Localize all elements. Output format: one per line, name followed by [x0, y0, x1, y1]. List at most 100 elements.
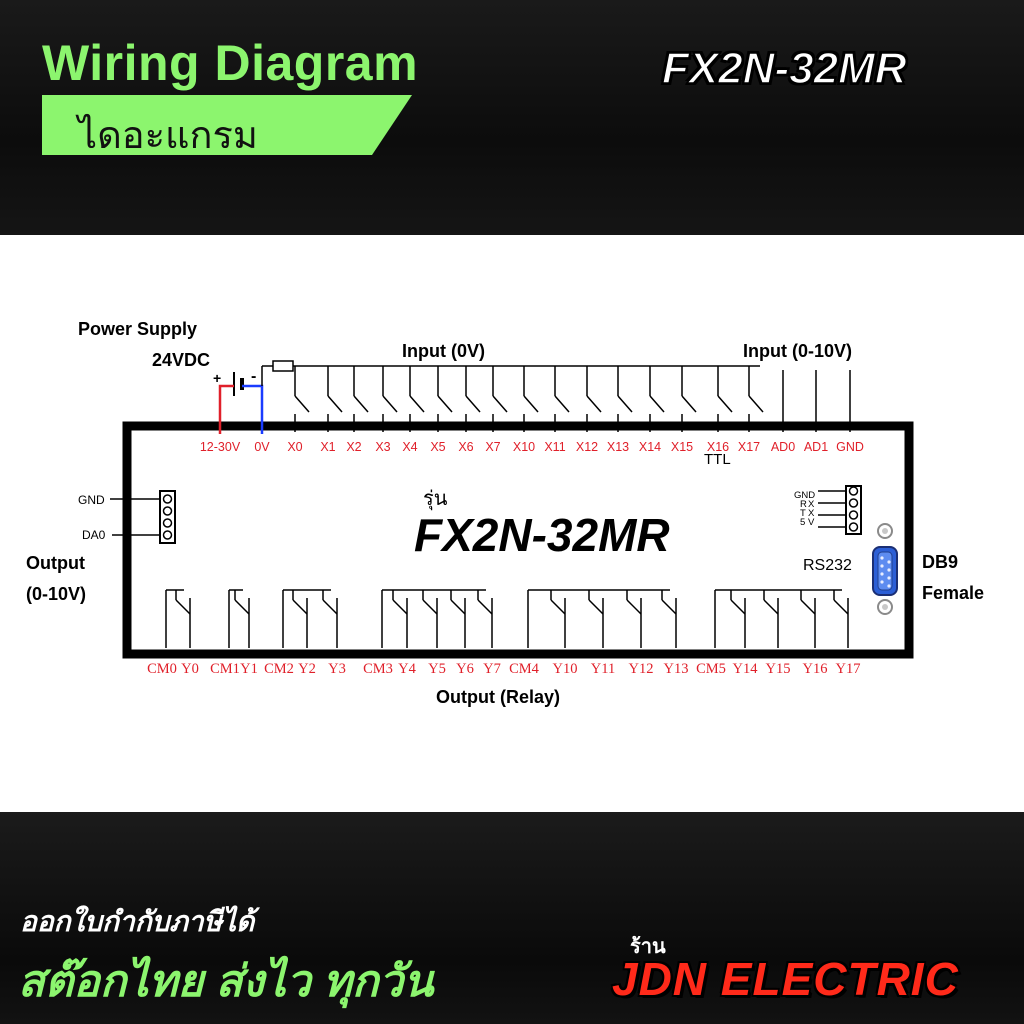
bottom-terminal-y13: Y13: [664, 661, 689, 677]
input-switch: [681, 366, 697, 432]
serial-pin-label: V: [808, 517, 815, 528]
db9-label-line2: Female: [922, 583, 984, 603]
relay-group: [527, 589, 677, 648]
model-prefix: รุ่น: [423, 488, 448, 511]
bottom-terminal-y15: Y15: [766, 661, 791, 677]
left-terminal-gnd: GND: [78, 493, 105, 507]
relay-group: [165, 589, 191, 648]
bottom-terminal-y7: Y7: [483, 661, 501, 677]
input-switch: [353, 366, 369, 432]
plus-sign: +: [213, 370, 221, 386]
positive-wire: [218, 384, 234, 434]
input-switches: [294, 366, 764, 432]
bottom-terminal-y12: Y12: [629, 661, 654, 677]
db9-connector: [872, 523, 898, 615]
bottom-terminal-y10: Y10: [553, 661, 578, 677]
top-terminal-gnd: GND: [836, 440, 864, 454]
footer-tax-invoice: ออกใบกำกับภาษีได้: [20, 906, 255, 937]
input-switch: [748, 366, 764, 432]
output-analog-label-line2: (0-10V): [26, 584, 86, 604]
serial-connector: [845, 485, 862, 535]
input-switch: [649, 366, 665, 432]
db9-label-line1: DB9: [922, 552, 958, 572]
input-switch: [554, 366, 570, 432]
bottom-terminal-y4: Y4: [398, 661, 416, 677]
plc-body: [122, 421, 914, 659]
minus-sign: -: [251, 368, 256, 385]
input-switch: [586, 366, 602, 432]
shop-label: ร้าน: [630, 936, 666, 958]
bottom-terminal-cm5: CM5: [696, 661, 726, 677]
bottom-terminal-y0: Y0: [181, 661, 199, 677]
connector-pin: [162, 494, 173, 504]
rs232-label: RS232: [803, 557, 852, 574]
left-connector-pins: [162, 494, 173, 540]
top-terminal-x4: X4: [402, 440, 417, 454]
top-terminal-x1: X1: [320, 440, 335, 454]
output-relay-label: Output (Relay): [436, 687, 560, 707]
top-terminal-x3: X3: [375, 440, 390, 454]
top-terminal-x0: X0: [287, 440, 302, 454]
left-terminal-da0: DA0: [82, 528, 106, 542]
bottom-terminal-cm0: CM0: [147, 661, 177, 677]
output-relays: [165, 589, 849, 648]
bottom-terminal-y1: Y1: [240, 661, 258, 677]
footer-stock-shipping: สต๊อกไทย ส่งไว ทุกวัน: [18, 957, 434, 1006]
input-switch: [492, 366, 508, 432]
page-title: Wiring Diagram: [42, 35, 419, 91]
top-terminal-ad1: AD1: [804, 440, 828, 454]
connector-pin: [848, 498, 859, 508]
page-subtitle: ไดอะแกรม: [78, 115, 258, 157]
model-name: FX2N-32MR: [414, 509, 670, 561]
input-switch: [327, 366, 343, 432]
serial-pin-label: R: [800, 499, 807, 510]
header-model: FX2N-32MR: [661, 43, 907, 94]
bottom-terminal-y5: Y5: [428, 661, 446, 677]
analog-input-wires: [782, 370, 851, 432]
top-terminal-ad0: AD0: [771, 440, 795, 454]
input-switch: [294, 366, 310, 432]
serial-pin-label: T: [800, 508, 806, 519]
power-supply-label: Power Supply: [78, 319, 197, 339]
bottom-terminal-cm1: CM1: [210, 661, 240, 677]
relay-group: [381, 589, 493, 648]
input-0v-label: Input (0V): [402, 341, 485, 361]
bottom-terminal-cm3: CM3: [363, 661, 393, 677]
connector-pin: [848, 522, 859, 532]
serial-pin-label: X: [808, 499, 815, 510]
top-terminal-x16: X16: [707, 440, 729, 454]
bottom-terminal-y6: Y6: [456, 661, 474, 677]
top-terminal-x13: X13: [607, 440, 629, 454]
bottom-terminal-y11: Y11: [591, 661, 615, 677]
bottom-terminal-y3: Y3: [328, 661, 346, 677]
subtitle-banner: [42, 95, 412, 155]
input-switch: [523, 366, 539, 432]
serial-pin-label: 5: [800, 517, 805, 528]
top-terminal-x12: X12: [576, 440, 598, 454]
input-switch: [717, 366, 733, 432]
top-terminal-x2: X2: [346, 440, 361, 454]
top-terminal-x10: X10: [513, 440, 535, 454]
bottom-terminal-y2: Y2: [298, 661, 316, 677]
relay-group: [714, 589, 849, 648]
connector-pin: [848, 486, 859, 496]
resistor: [272, 360, 294, 372]
relay-group: [282, 589, 338, 648]
input-switch: [382, 366, 398, 432]
connector-pin: [162, 518, 173, 528]
top-terminal-0v: 0V: [254, 440, 270, 454]
power-voltage-label: 24VDC: [152, 350, 210, 370]
top-terminal-12-30v: 12-30V: [200, 440, 241, 454]
footer-background: [0, 812, 1024, 1024]
connector-pin: [848, 510, 859, 520]
top-terminal-x5: X5: [430, 440, 445, 454]
top-terminal-x14: X14: [639, 440, 661, 454]
input-switch: [437, 366, 453, 432]
input-switch: [409, 366, 425, 432]
serial-pin-label: X: [808, 508, 815, 519]
relay-group: [228, 589, 250, 648]
shop-name: JDN ELECTRIC: [612, 953, 959, 1005]
